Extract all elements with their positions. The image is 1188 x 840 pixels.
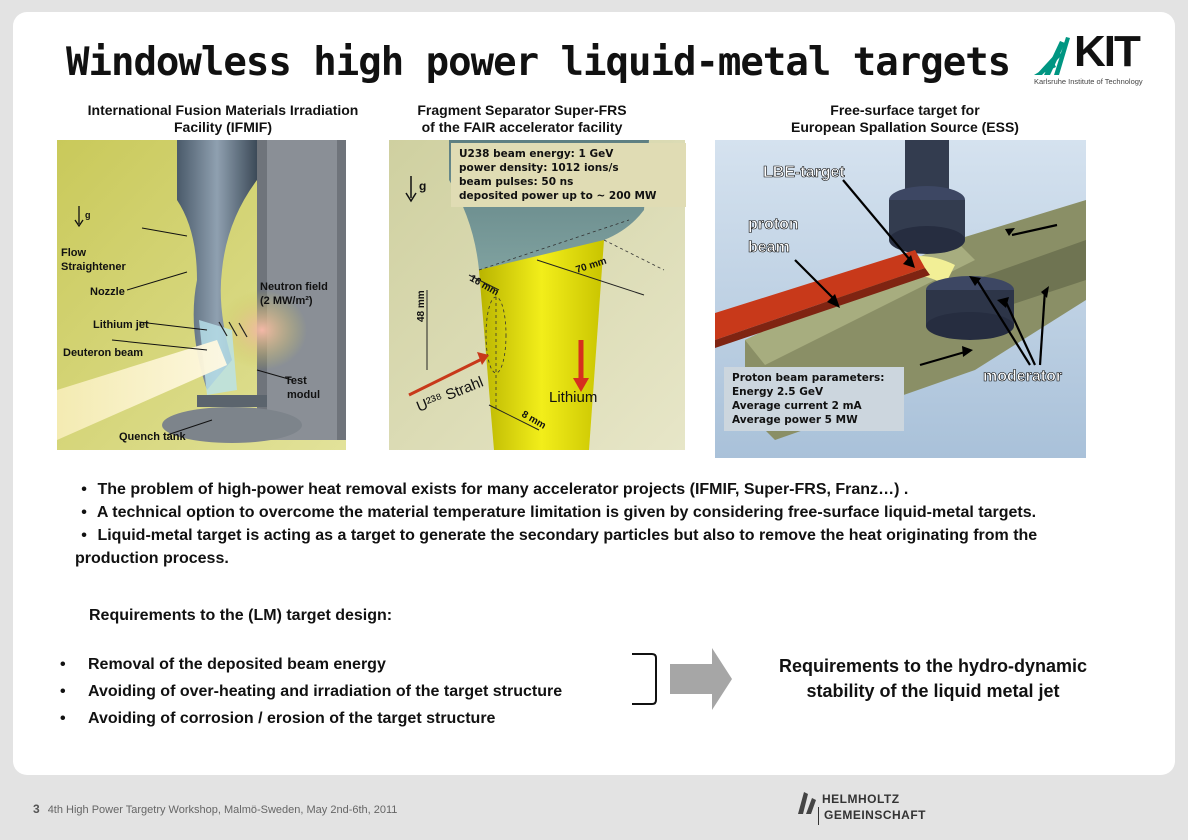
caption-ess: Free-surface target for European Spallat… bbox=[791, 102, 1019, 135]
ifmif-label-nozzle: Nozzle bbox=[90, 286, 125, 298]
super-frs-figure: g 70 mm 16 mm 48 mm 8 mm U²³⁸ Strahl Lit… bbox=[389, 140, 686, 450]
frs-label-lithium: Lithium bbox=[549, 389, 597, 406]
ifmif-label-quench: Quench tank bbox=[119, 431, 187, 443]
lithium-flow-arrow-icon bbox=[573, 340, 589, 392]
bullet-item: • The problem of high-power heat removal… bbox=[81, 481, 909, 498]
conclusion-text: Requirements to the hydro-dynamic stabil… bbox=[778, 656, 1088, 701]
frs-beam-info: U238 beam energy: 1 GeV power density: 1… bbox=[451, 143, 686, 207]
bracket-arrow bbox=[628, 648, 738, 710]
ifmif-label-neutron-value: (2 MW/m²) bbox=[260, 295, 313, 307]
ifmif-figure: g Flow Straightener Nozzle Neutron field… bbox=[57, 140, 346, 450]
ess-label-lbe: LBE-target bbox=[763, 164, 845, 181]
bullet-list: • The problem of high-power heat removal… bbox=[75, 478, 1065, 570]
ifmif-label-lithium: Lithium jet bbox=[93, 319, 149, 331]
kit-logo: KIT Karlsruhe Institute of Technology bbox=[1032, 27, 1150, 89]
ifmif-label-g: g bbox=[85, 210, 91, 220]
bullet-item: • Liquid-metal target is acting as a tar… bbox=[75, 527, 1038, 567]
ifmif-label-modul: modul bbox=[287, 389, 320, 401]
caption-ifmif: International Fusion Materials Irradiati… bbox=[87, 102, 359, 135]
requirement-item: •Removal of the deposited beam energy bbox=[60, 656, 386, 673]
bracket-icon bbox=[632, 653, 657, 705]
ess-figure: LBE-target proton beam moderator Proton … bbox=[715, 140, 1086, 458]
ifmif-label-deuteron: Deuteron beam bbox=[63, 347, 143, 359]
ess-label-beam: beam bbox=[748, 239, 790, 256]
ifmif-label-neutron: Neutron field bbox=[260, 281, 328, 293]
kit-logo-subtitle: Karlsruhe Institute of Technology bbox=[1034, 77, 1143, 86]
footer: 3 4th High Power Targetry Workshop, Malmö… bbox=[33, 802, 397, 816]
bullet-item: • A technical option to overcome the mat… bbox=[81, 504, 1037, 521]
footer-text: 4th High Power Targetry Workshop, Malmö-… bbox=[47, 804, 398, 816]
frs-label-48mm: 48 mm bbox=[416, 290, 427, 322]
kit-logo-mark-icon bbox=[1034, 37, 1070, 75]
ess-label-moderator: moderator bbox=[983, 368, 1062, 385]
helmholtz-logo-icon bbox=[798, 792, 816, 814]
right-arrow-icon bbox=[670, 648, 732, 710]
ifmif-label-test: Test bbox=[285, 375, 307, 387]
requirement-item: •Avoiding of corrosion / erosion of the … bbox=[60, 710, 496, 727]
ifmif-label-flow: Flow bbox=[61, 247, 86, 259]
slide-title: Windowless high power liquid-metal targe… bbox=[66, 40, 1011, 85]
page-number: 3 bbox=[33, 802, 40, 816]
requirement-item: •Avoiding of over-heating and irradiatio… bbox=[60, 683, 563, 700]
helmholtz-logo: HELMHOLTZ GEMEINSCHAFT bbox=[794, 788, 926, 828]
frs-label-g: g bbox=[419, 179, 426, 193]
requirements-heading: Requirements to the (LM) target design: bbox=[89, 607, 393, 624]
ifmif-label-straightener: Straightener bbox=[61, 261, 127, 273]
ess-arrowheads-icon bbox=[827, 228, 1049, 357]
ess-beam-info: Proton beam parameters: Energy 2.5 GeV A… bbox=[724, 367, 904, 431]
ess-label-proton: proton bbox=[748, 216, 799, 233]
caption-super-frs: Fragment Separator Super-FRS of the FAIR… bbox=[417, 102, 627, 135]
gravity-arrow-icon bbox=[405, 176, 417, 203]
kit-logo-text: KIT bbox=[1074, 27, 1141, 76]
gravity-arrow-icon bbox=[74, 206, 84, 228]
